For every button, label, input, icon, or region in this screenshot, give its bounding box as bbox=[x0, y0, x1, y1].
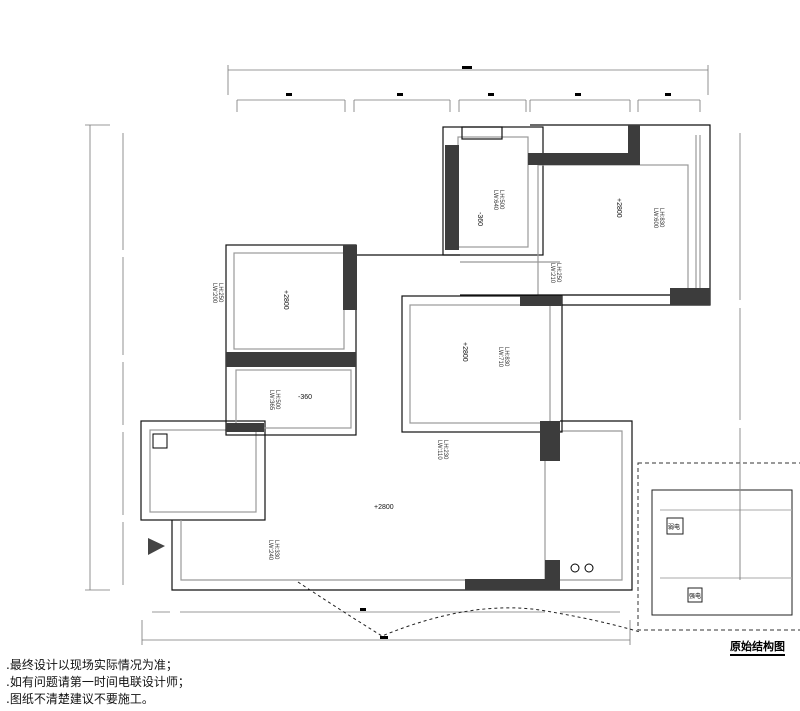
entrance-arrow-icon bbox=[148, 538, 165, 555]
lw-living: LW:110 bbox=[436, 440, 442, 460]
lh-bath-top: LH:500 bbox=[498, 190, 504, 210]
lh-corridor: LH:250 bbox=[555, 263, 561, 283]
lh-entry: LH:330 bbox=[273, 540, 279, 560]
lh-living: LH:230 bbox=[442, 440, 448, 460]
note-1: .最终设计以现场实际情况为准； bbox=[6, 658, 178, 672]
detail-leader-line bbox=[297, 581, 641, 637]
strong-current-label: 强电 bbox=[689, 592, 701, 600]
lw-bath-top: LW:640 bbox=[492, 190, 498, 211]
dimension-text bbox=[286, 66, 671, 639]
note-3: .图纸不清楚建议不要施工。 bbox=[6, 692, 154, 706]
lh-bedroom-top-right: LH:830 bbox=[658, 208, 664, 228]
level-bath-left: -360 bbox=[298, 394, 312, 401]
drawing-title: 原始结构图 bbox=[730, 638, 785, 656]
lw-bedroom-left: LW:200 bbox=[211, 283, 217, 304]
level-bedroom-center: +2800 bbox=[461, 342, 468, 362]
lh-bedroom-left: LH:250 bbox=[217, 283, 223, 303]
lw-bedroom-top-right: LW:600 bbox=[652, 208, 658, 229]
lw-bedroom-center: LW:710 bbox=[497, 347, 503, 368]
lh-bath-left: LH:500 bbox=[274, 390, 280, 410]
structural-columns bbox=[226, 125, 710, 590]
lw-bath-left: LW:365 bbox=[268, 390, 274, 411]
lw-corridor: LW:210 bbox=[549, 263, 555, 284]
room-labels: -360 LH:500 LW:640 +2800 LH:830 LW:600 L… bbox=[211, 190, 664, 561]
dimension-lines bbox=[85, 65, 741, 645]
electrical-detail: 弱电 强电 bbox=[637, 462, 800, 631]
level-living: +2800 bbox=[374, 504, 394, 511]
fixtures bbox=[152, 433, 594, 573]
drawing-notes: .最终设计以现场实际情况为准； .如有问题请第一时间电联设计师； .图纸不清楚建… bbox=[6, 657, 190, 708]
level-bedroom-top-right: +2800 bbox=[615, 198, 622, 218]
lh-bedroom-center: LH:830 bbox=[503, 347, 509, 367]
note-2: .如有问题请第一时间电联设计师； bbox=[6, 675, 190, 689]
weak-current-label: 弱电 bbox=[668, 523, 680, 531]
walls bbox=[140, 124, 711, 591]
weak-current-box bbox=[666, 517, 684, 535]
lw-entry: LW:240 bbox=[267, 540, 273, 561]
level-bath-top: -360 bbox=[476, 212, 483, 226]
strong-current-box bbox=[687, 587, 703, 603]
level-bedroom-left: +2800 bbox=[282, 290, 289, 310]
